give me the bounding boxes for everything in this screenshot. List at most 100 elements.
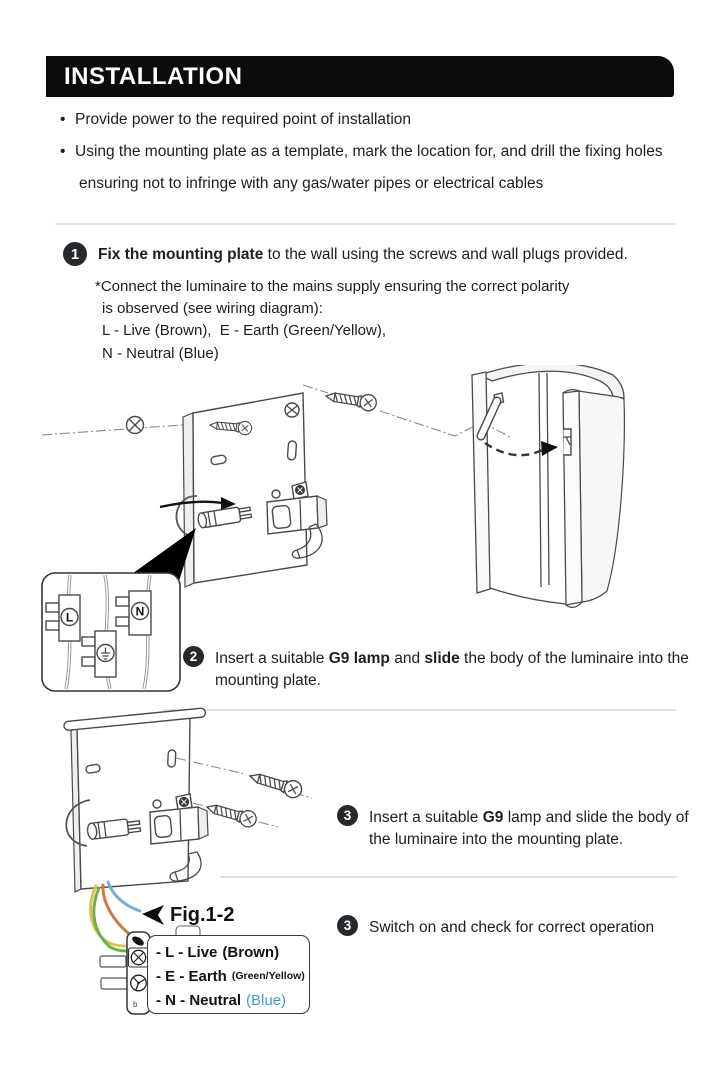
keyhole-slot: [85, 763, 101, 774]
terminal-live-label: L: [66, 611, 73, 625]
step-2-text: Insert a suitable G9 lamp and slide the …: [215, 648, 689, 692]
step-3-insert: 3 Insert a suitable G9 lamp and slide th…: [337, 805, 695, 851]
insert-arrow-icon: [159, 497, 236, 510]
wire-stub: [99, 955, 127, 968]
legend-value: (Green/Yellow): [231, 970, 305, 982]
wiring-inset-diagram: L N: [41, 572, 181, 692]
divider: [163, 709, 676, 711]
body-gap-edge: [562, 390, 583, 606]
body-gap-edge: [471, 371, 491, 594]
wire-stub: [100, 977, 128, 990]
bullet-item: Using the mounting plate as a template, …: [60, 142, 668, 162]
earth-symbol-icon: [101, 647, 110, 660]
step-number-badge: 2: [183, 646, 204, 667]
fig-pointer-arrow-icon: [142, 905, 164, 925]
lamp-pin: [126, 820, 141, 827]
locking-pin: [476, 392, 505, 441]
screw-head-icon: [284, 402, 300, 418]
step-3-switch-text: Switch on and check for correct operatio…: [369, 919, 655, 936]
screw-hole: [271, 489, 281, 499]
alignment-line: [379, 410, 511, 438]
wiring-note: *Connect the luminaire to the mains supp…: [95, 276, 665, 364]
lamp-pin: [239, 513, 253, 520]
note-line: *Connect the luminaire to the mains supp…: [95, 278, 570, 295]
divider: [220, 876, 677, 878]
mounting-plate: [182, 392, 308, 588]
wire-loop: [175, 495, 198, 538]
divider: [55, 223, 675, 225]
note-line: N - Neutral (Blue): [102, 344, 219, 362]
step-2-bold: slide: [424, 650, 460, 667]
terminal-mark: b: [133, 1000, 138, 1009]
step-1-rest: to the wall using the screws and wall pl…: [263, 246, 628, 263]
step-1-bold: Fix the mounting plate: [98, 246, 264, 263]
section-header: INSTALLATION: [46, 56, 674, 97]
lamp-socket: [149, 793, 209, 845]
top-rod: [63, 707, 207, 731]
bullet-item: Provide power to the required point of i…: [60, 110, 668, 130]
legend-label: - L - Live: [156, 943, 218, 961]
page-title: INSTALLATION: [64, 62, 243, 90]
legend-row-live: - L - Live (Brown): [156, 940, 309, 964]
bullet-text: Using the mounting plate as a template, …: [75, 143, 663, 160]
terminal-earth: [81, 630, 117, 678]
assembled-plate-diagram: b: [63, 707, 313, 1015]
figure-label: Fig.1-2: [170, 904, 235, 926]
step-3-part: Insert a suitable: [369, 809, 483, 826]
legend-row-earth: - E - Earth (Green/Yellow): [156, 964, 309, 988]
keyhole-slot: [167, 749, 177, 768]
mounting-plate: [63, 707, 207, 893]
legend-value: (Blue): [246, 991, 287, 1009]
luminaire-body-diagram: [471, 365, 625, 609]
step-1-text: Fix the mounting plate to the wall using…: [98, 244, 683, 266]
g9-lamp: [86, 818, 142, 840]
note-line: L - Live (Brown), E - Earth (Green/Yello…: [102, 322, 386, 339]
cable-hook: [291, 523, 323, 559]
legend-label: - N - Neutral: [156, 991, 242, 1009]
step-1: 1 Fix the mounting plate to the wall usi…: [63, 242, 683, 266]
step-3-part: lamp and slide the body of the luminaire…: [369, 809, 689, 848]
bullet-text: ensuring not to infringe with any gas/wa…: [79, 175, 544, 192]
screw-hole: [152, 799, 162, 809]
wire-blue: [106, 880, 142, 913]
terminal-live: L: [45, 594, 81, 642]
step-2-part: the body of the luminaire into the mount…: [215, 650, 689, 689]
wall-plug-icon: [125, 415, 145, 435]
terminal-block-diagram: b: [99, 931, 151, 1015]
step-number-badge: 1: [63, 242, 87, 266]
lamp-pin: [127, 827, 142, 834]
g9-lamp: [197, 506, 253, 529]
wiring-legend: - L - Live (Brown) - E - Earth (Green/Ye…: [147, 935, 310, 1014]
step-number-badge: 3: [337, 805, 358, 826]
wire-loop: [65, 799, 91, 847]
mounting-plate-diagram: L N: [41, 365, 625, 692]
cable-hook: [169, 851, 202, 882]
wire-green: [92, 886, 129, 953]
alignment-line: [302, 384, 329, 394]
lamp-socket: [266, 481, 328, 535]
alignment-line: [192, 802, 279, 828]
step-2: 2 Insert a suitable G9 lamp and slide th…: [183, 646, 689, 692]
alignment-line: [41, 422, 211, 436]
terminal-symbol-icon: [130, 949, 147, 966]
step-2-part: and: [389, 650, 425, 667]
note-line: is observed (see wiring diagram):: [102, 299, 323, 317]
slide-arrow-icon: [484, 441, 558, 457]
step-3-insert-text: Insert a suitable G9 lamp and slide the …: [369, 807, 695, 851]
terminal-neutral: N: [115, 590, 152, 636]
cable-entry: [132, 936, 144, 946]
step-2-part: Insert a suitable: [215, 650, 329, 667]
keyhole-slot: [286, 440, 298, 461]
screw-icon: [208, 420, 253, 436]
screw-icon: [205, 804, 257, 828]
screw-icon: [248, 773, 303, 799]
legend-row-neutral: - N - Neutral (Blue): [156, 988, 309, 1012]
terminal-neutral-label: N: [136, 605, 145, 619]
earth-terminal-icon: [130, 974, 147, 992]
bullet-note-text: ensuring not to infringe with any gas/wa…: [60, 174, 668, 194]
step-number-badge: 3: [337, 915, 358, 936]
step-2-bold: G9 lamp: [328, 650, 390, 667]
locking-slot: [563, 428, 572, 456]
step-3-bold: G9: [482, 809, 504, 826]
